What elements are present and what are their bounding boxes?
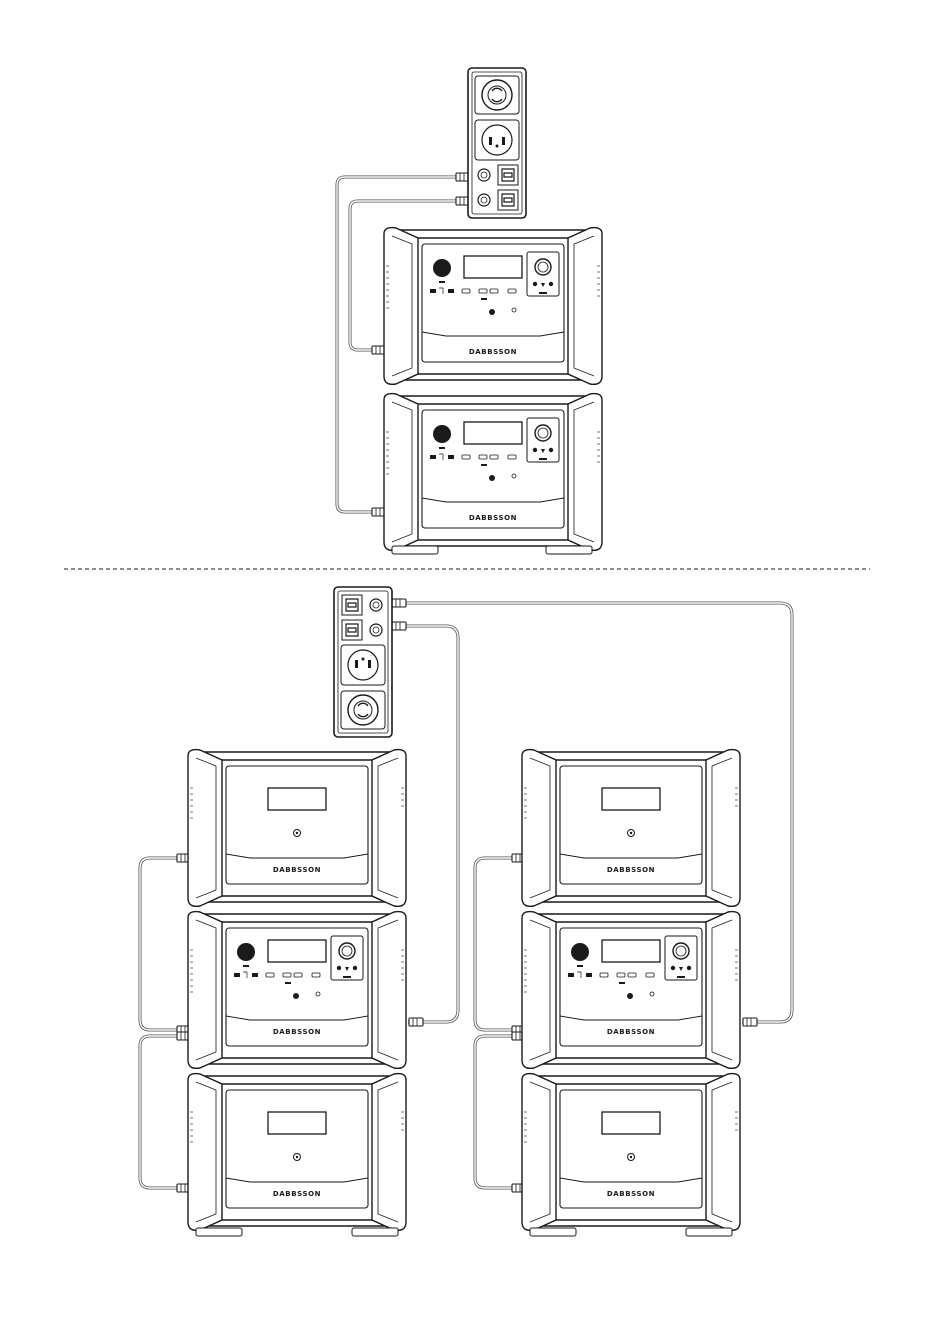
brand-label: DABBSSON — [469, 348, 517, 356]
expansion-battery-left-top: DABBSSON — [188, 750, 406, 907]
brand-label: DABBSSON — [273, 1028, 321, 1036]
cable-connector-icon — [743, 1018, 757, 1026]
transfer-panel-bottom — [334, 587, 392, 737]
power-station-top-2: DABBSSON — [384, 394, 602, 551]
top-section: DABBSSON DABBSSON — [337, 68, 602, 554]
cable-connector-icon — [392, 622, 406, 630]
bottom-section: DABBSSON DABBSSON DABBSSON DABBSSON DABB… — [140, 587, 792, 1236]
bottom-cable-left — [405, 626, 458, 1022]
brand-label: DABBSSON — [607, 1028, 655, 1036]
brand-label: DABBSSON — [273, 866, 321, 874]
stack-right: DABBSSON DABBSSON DABBSSON — [522, 750, 740, 1236]
brand-label: DABBSSON — [607, 1190, 655, 1198]
cable-connector-icon — [392, 599, 406, 607]
brand-label: DABBSSON — [607, 866, 655, 874]
expansion-battery-left-bottom: DABBSSON — [188, 1074, 406, 1231]
expansion-battery-right-bottom: DABBSSON — [522, 1074, 740, 1231]
stack-left: DABBSSON DABBSSON DABBSSON — [188, 750, 406, 1236]
expansion-battery-right-top: DABBSSON — [522, 750, 740, 907]
power-station-left: DABBSSON — [188, 912, 406, 1069]
power-station-right: DABBSSON — [522, 912, 740, 1069]
cable-connector-icon — [409, 1018, 423, 1026]
power-station-top-1: DABBSSON — [384, 228, 602, 385]
brand-label: DABBSSON — [273, 1190, 321, 1198]
transfer-panel-top — [468, 68, 526, 218]
brand-label: DABBSSON — [469, 514, 517, 522]
